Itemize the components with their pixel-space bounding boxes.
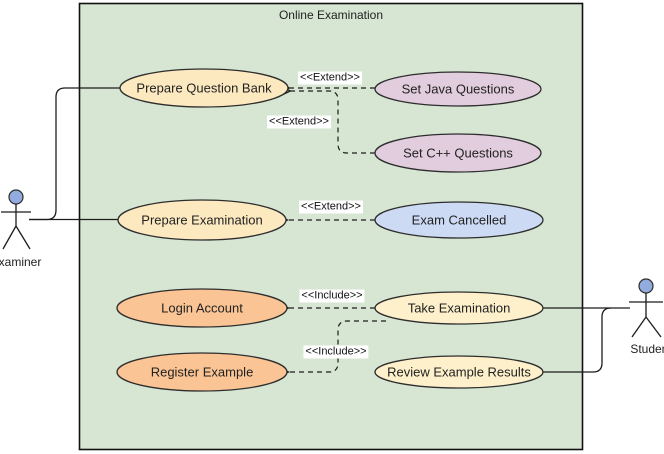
- use-case-prepare-examination[interactable]: [117, 199, 287, 241]
- use-case-exam-cancelled[interactable]: [374, 201, 544, 239]
- actor-examiner-head: [8, 189, 24, 205]
- actor-student-head: [638, 278, 654, 294]
- extend-label-set-cpp-questions: <<Extend>>: [267, 115, 331, 129]
- assoc-student-review-example-results[interactable]: [543, 307, 612, 373]
- actor-student-body: [629, 293, 663, 338]
- use-case-take-examination[interactable]: [374, 291, 544, 325]
- include-label-register-example: <<Include>>: [303, 345, 369, 359]
- actor-student[interactable]: [629, 278, 663, 338]
- extend-label-exam-cancelled: <<Extend>>: [299, 200, 363, 214]
- diagram-title: Online Examination: [278, 8, 384, 22]
- use-case-register-example[interactable]: [116, 352, 288, 392]
- extend-label-set-java-questions: <<Extend>>: [298, 71, 362, 85]
- actor-label-student: Student: [630, 342, 664, 356]
- use-case-login-account[interactable]: [116, 288, 288, 328]
- actor-examiner[interactable]: [1, 189, 31, 250]
- use-case-set-cpp-questions[interactable]: [374, 133, 542, 173]
- use-case-review-example-results[interactable]: [374, 355, 544, 389]
- actor-label-examiner: Examiner: [0, 255, 42, 269]
- use-case-set-java-questions[interactable]: [374, 71, 542, 107]
- use-case-prepare-question-bank[interactable]: [119, 68, 289, 108]
- extend-arrow-set-cpp-questions[interactable]: [279, 85, 375, 154]
- actor-examiner-body: [1, 204, 31, 250]
- assoc-examiner-prepare-question-bank[interactable]: [29, 87, 121, 221]
- include-label-login-account: <<Include>>: [299, 289, 365, 303]
